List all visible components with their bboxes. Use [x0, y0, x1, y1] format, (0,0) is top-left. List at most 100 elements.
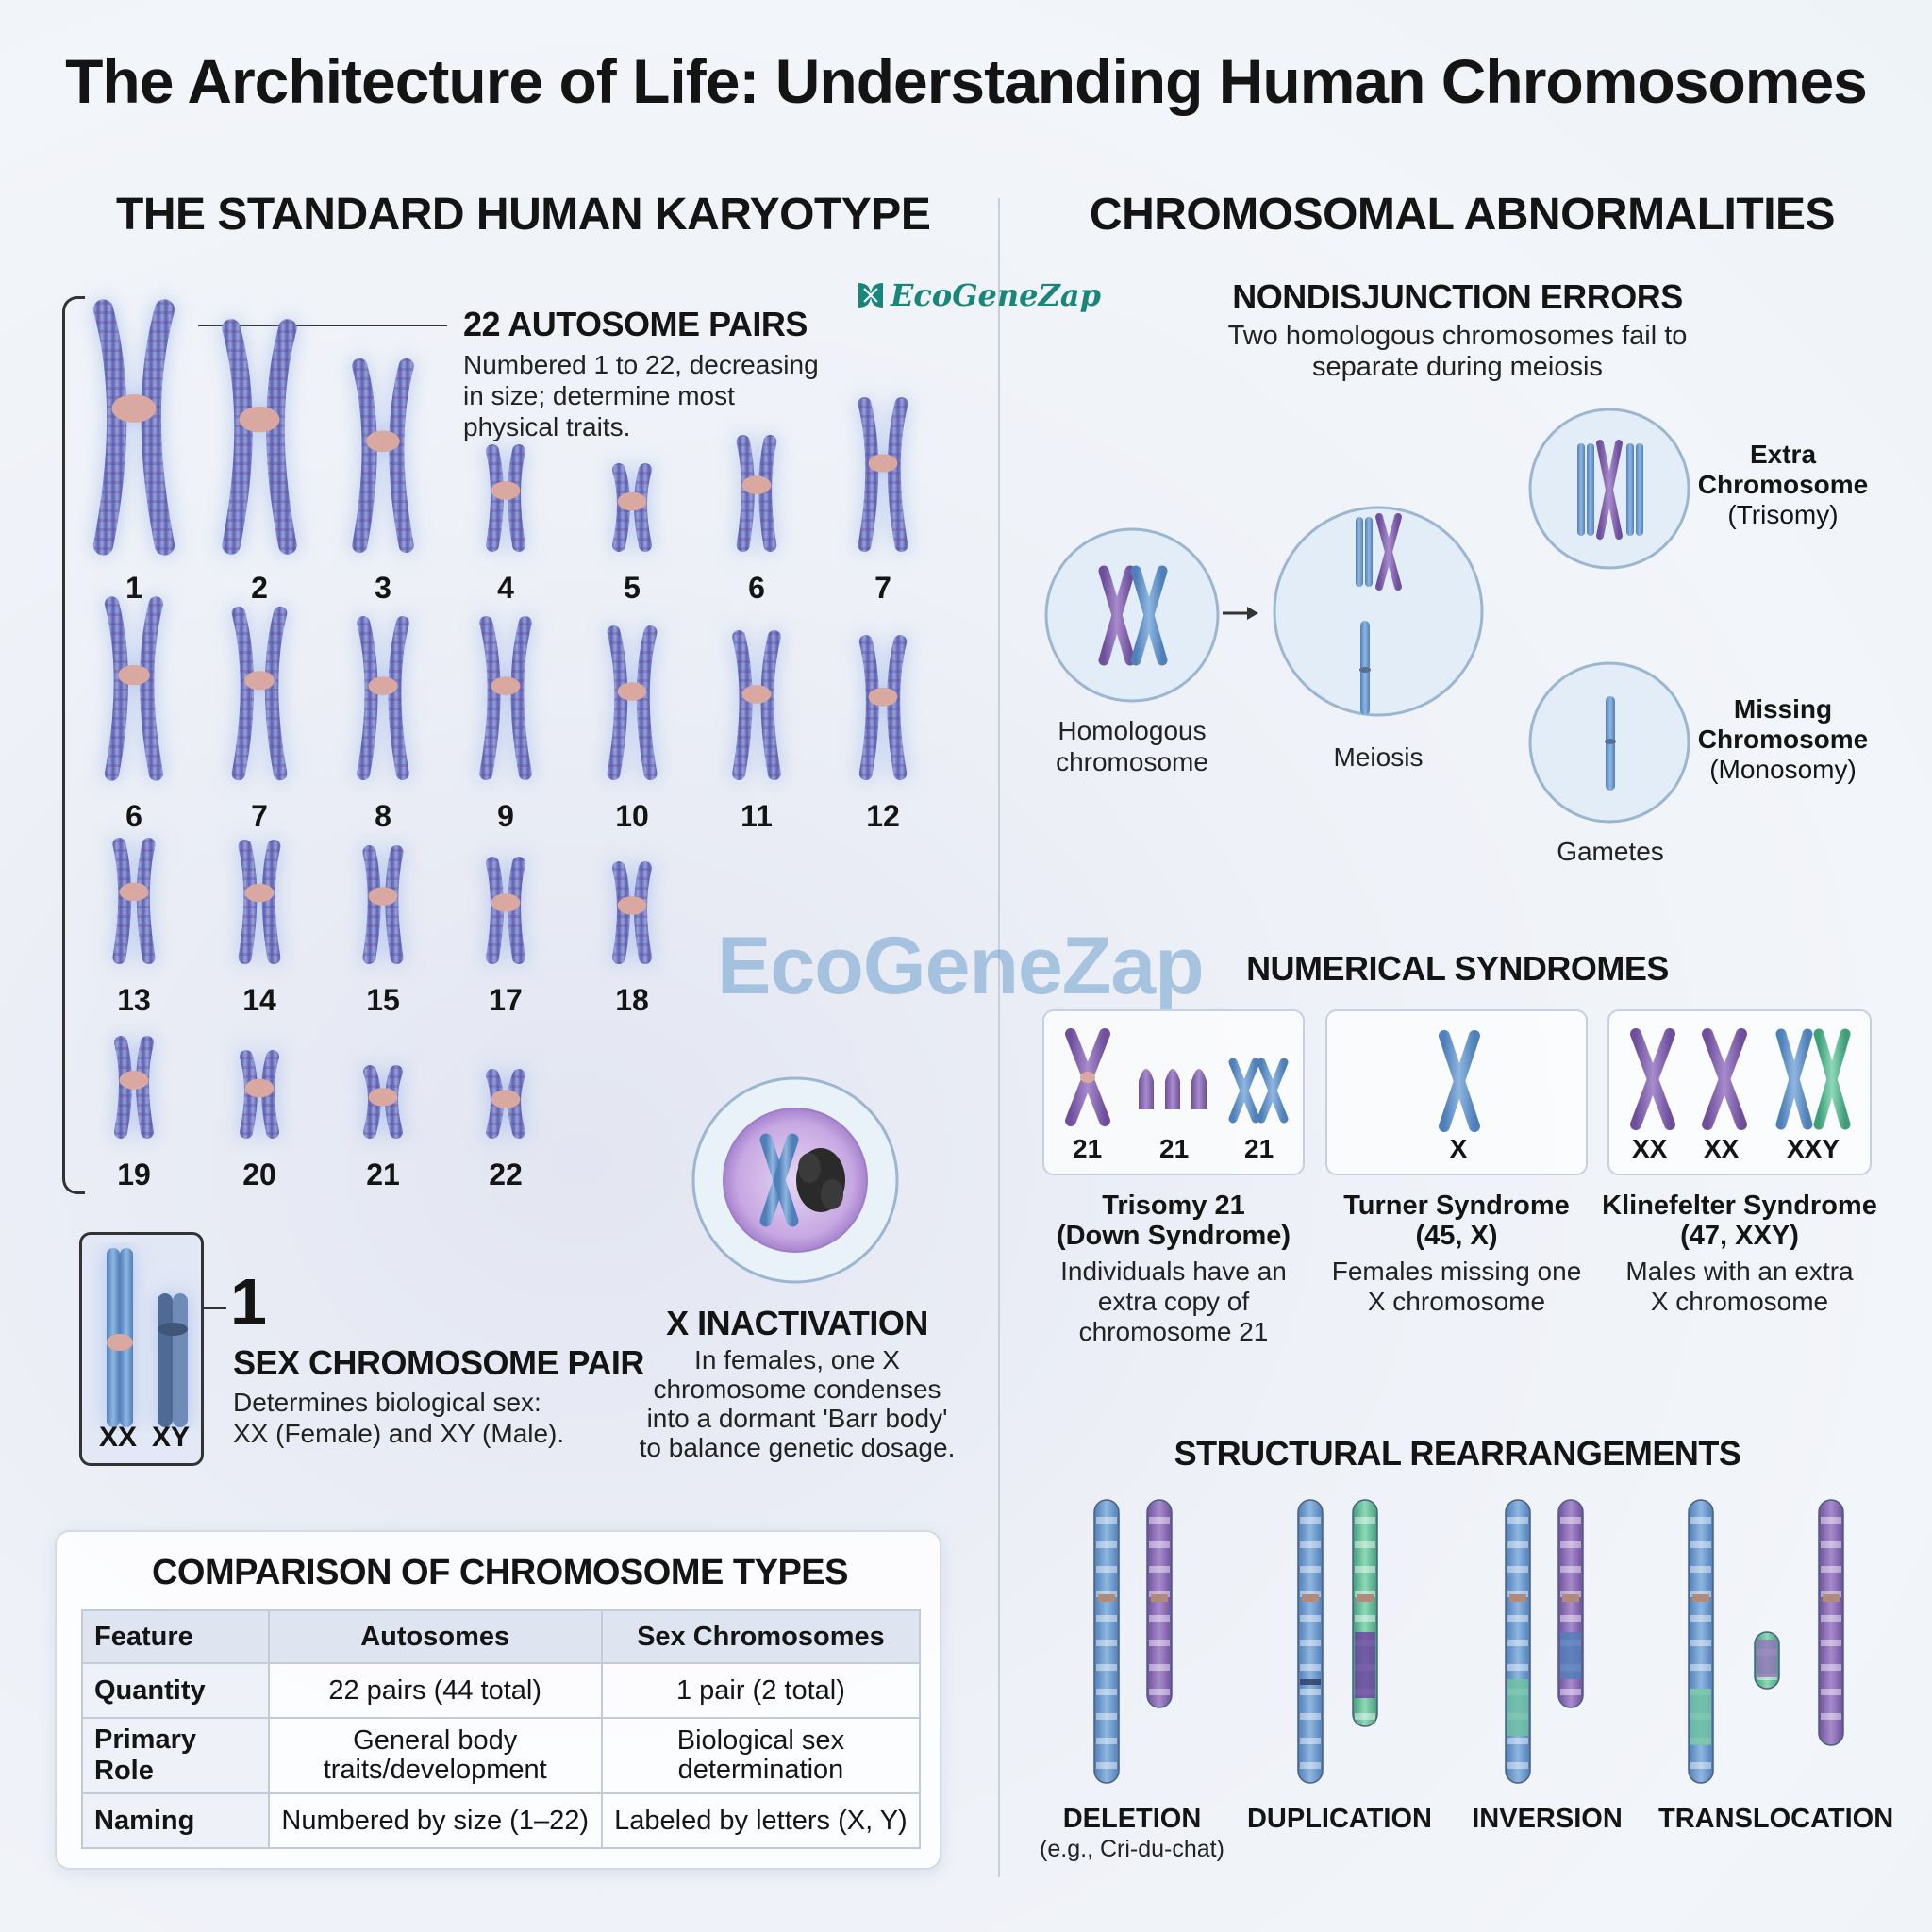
- syndrome-karyotype-label: 21: [1244, 1134, 1274, 1163]
- chromosome-17: [486, 857, 525, 964]
- sex-label-xx: XX: [99, 1422, 138, 1453]
- syndrome-karyotype-label: X: [1449, 1134, 1468, 1163]
- chromosome-14: [238, 840, 281, 964]
- active-x-icon: [759, 1133, 799, 1227]
- x-desc-line: to balance genetic dosage.: [639, 1433, 956, 1462]
- translocation-chromosome-b: [1818, 1499, 1844, 1746]
- brand-logo: EcoGeneZap: [891, 277, 1101, 313]
- table-header-row: Feature Autosomes Sex Chromosomes: [81, 1609, 922, 1664]
- karyotype-number-label: 10: [615, 799, 649, 833]
- nd-desc-line: separate during meiosis: [1312, 352, 1603, 382]
- syndrome-desc: extra copy of: [1097, 1287, 1250, 1316]
- table-cell: Primary Role: [81, 1717, 270, 1794]
- autosome-bracket: [62, 296, 85, 1194]
- chromosome-1: [92, 299, 175, 556]
- syndrome-desc: X chromosome: [1367, 1287, 1546, 1316]
- karyotype-number-label: 5: [624, 571, 641, 605]
- homologous-label: Homologous chromosome: [1028, 715, 1236, 777]
- syndrome-name: Trisomy 21: [1102, 1191, 1245, 1221]
- karyotype-number-label: 4: [497, 571, 514, 605]
- autosome-desc-line: in size; determine most: [463, 381, 735, 410]
- homologous-label-line: Homologous: [1058, 716, 1207, 745]
- syndrome-desc: Individuals have an: [1060, 1257, 1287, 1286]
- inversion-chromosome-b: [1557, 1499, 1584, 1708]
- table-row: Quantity 22 pairs (44 total) 1 pair (2 t…: [81, 1662, 922, 1719]
- syndrome-karyotype-label: XXY: [1787, 1134, 1840, 1163]
- x-desc-line: chromosome condenses: [653, 1374, 941, 1404]
- nondisjunction-diagram: [1044, 408, 1690, 824]
- chromosome-13: [112, 838, 156, 964]
- x-inactivation-description: In females, one X chromosome condenses i…: [604, 1345, 991, 1462]
- karyotype-number-label: 7: [874, 571, 891, 605]
- syndrome-name: (Down Syndrome): [1056, 1221, 1291, 1251]
- autosome-desc-line: physical traits.: [463, 412, 631, 441]
- chromosome-6: [736, 435, 777, 552]
- syndrome-name: (47, XXY): [1680, 1221, 1799, 1251]
- klinefelter-box: XX XX XXY: [1607, 1009, 1872, 1175]
- chromosome-7: [231, 606, 288, 781]
- syndrome-karyotype-label: 21: [1073, 1134, 1103, 1163]
- karyotype-number-label: 18: [615, 983, 649, 1017]
- chromosome-20: [240, 1050, 279, 1139]
- translocation-label: TRANSLOCATION: [1658, 1804, 1894, 1834]
- syndrome-karyotype-label: XX: [1704, 1134, 1740, 1163]
- syndrome-karyotype-label: 21: [1159, 1134, 1190, 1163]
- karyotype-number-label: 8: [375, 799, 391, 833]
- section-divider: [998, 198, 1000, 1877]
- nondisjunction-heading: NONDISJUNCTION ERRORS: [1232, 277, 1683, 316]
- sex-pair-description: Determines biological sex: XX (Female) a…: [233, 1387, 629, 1449]
- autosome-desc-line: Numbered 1 to 22, decreasing: [463, 350, 819, 379]
- page-title: The Architecture of Life: Understanding …: [65, 46, 1868, 116]
- chromosome-19: [114, 1036, 154, 1139]
- autosome-heading: 22 AUTOSOME PAIRS: [463, 305, 808, 343]
- monosomy-label-sub: (Monosomy): [1709, 755, 1857, 784]
- deletion-chromosome-a: [1093, 1499, 1120, 1784]
- syndrome-desc: Females missing one: [1331, 1257, 1582, 1286]
- gametes-label: Gametes: [1557, 837, 1664, 866]
- monosomy-gamete: [1528, 661, 1690, 824]
- leader-line: [198, 325, 447, 326]
- nondisjunction-description: Two homologous chromosomes fail to separ…: [1038, 321, 1877, 383]
- table-cell: Labeled by letters (X, Y): [600, 1792, 922, 1849]
- x-inactivation-cell: [691, 1076, 899, 1284]
- comparison-table: Feature Autosomes Sex Chromosomes Quanti…: [81, 1609, 922, 1849]
- table-cell: Numbered by size (1–22): [267, 1792, 603, 1849]
- table-row: Primary Role General body traits/develop…: [81, 1717, 922, 1794]
- deletion-chromosome-b: [1146, 1499, 1173, 1708]
- table-header: Sex Chromosomes: [600, 1609, 922, 1664]
- trisomy-label-sub: (Trisomy): [1727, 500, 1839, 529]
- meiosis-label: Meiosis: [1333, 742, 1424, 772]
- table-row: Naming Numbered by size (1–22) Labeled b…: [81, 1792, 922, 1849]
- chromosome-9: [479, 616, 532, 780]
- inversion-chromosome-a: [1505, 1499, 1531, 1784]
- chromosome-4: [486, 444, 525, 552]
- syndrome-desc: Males with an extra: [1625, 1257, 1854, 1286]
- syndrome-desc: X chromosome: [1650, 1287, 1829, 1316]
- trisomy-label: Extra Chromosome (Trisomy): [1689, 440, 1877, 530]
- meiosis-cell: [1273, 506, 1484, 717]
- deletion-label: DELETION: [1062, 1804, 1202, 1834]
- barr-body-icon: [796, 1148, 845, 1212]
- klinefelter-karyotype-icon: [1630, 1028, 1851, 1130]
- chromosome-7: [858, 397, 908, 552]
- chromosome-18: [612, 861, 652, 964]
- dna-logo-icon: [858, 283, 883, 308]
- structural-figure: [1093, 1499, 1844, 1784]
- karyotype-number-label: 1: [125, 571, 142, 605]
- sex-pair-count: 1: [230, 1265, 267, 1339]
- chromosome-10: [607, 625, 658, 780]
- karyotype-number-label: 13: [117, 983, 151, 1017]
- turner-x-icon: [1439, 1030, 1480, 1132]
- syndrome-name: (45, X): [1415, 1221, 1498, 1251]
- homologous-cell: [1044, 527, 1220, 703]
- table-header: Autosomes: [267, 1609, 603, 1664]
- karyotype-number-label: 2: [251, 571, 268, 605]
- chromosome-8: [357, 616, 409, 780]
- trisomy-label-line: Extra: [1749, 440, 1817, 469]
- karyotype-number-label: 19: [117, 1158, 151, 1191]
- table-header: Feature: [81, 1609, 270, 1664]
- trisomy21-text: Trisomy 21 (Down Syndrome) Individuals h…: [1032, 1191, 1315, 1347]
- autosome-description: Numbered 1 to 22, decreasing in size; de…: [463, 349, 859, 442]
- comparison-title: COMPARISON OF CHROMOSOME TYPES: [151, 1553, 849, 1592]
- chromosome-2: [222, 319, 297, 555]
